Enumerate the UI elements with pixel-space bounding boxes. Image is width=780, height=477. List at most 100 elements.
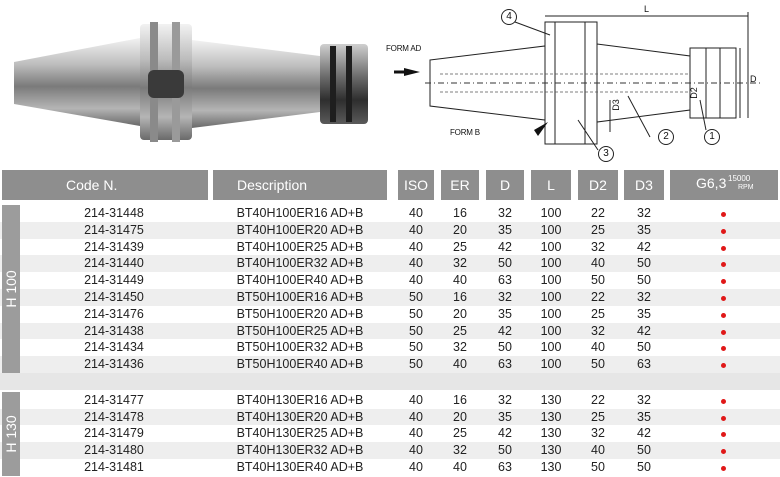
group-label-bar: H 100 bbox=[2, 205, 20, 373]
cell-er: 20 bbox=[453, 306, 467, 321]
cell-code: 214-31436 bbox=[84, 357, 144, 372]
cell-d3: 50 bbox=[637, 256, 651, 271]
dimension-l-label: L bbox=[644, 4, 650, 14]
cell-d: 42 bbox=[498, 323, 512, 338]
cell-code: 214-31439 bbox=[84, 239, 144, 254]
cell-desc: BT40H100ER40 AD+B bbox=[236, 273, 364, 288]
cell-iso: 40 bbox=[409, 392, 423, 407]
balance-marker-dot bbox=[721, 363, 726, 369]
cell-l: 130 bbox=[540, 426, 562, 441]
cell-er: 16 bbox=[453, 290, 467, 304]
cell-l: 130 bbox=[540, 443, 562, 458]
balance-marker-dot bbox=[721, 432, 726, 438]
header-balance: G6,3 15000 RPM bbox=[670, 170, 778, 200]
cell-code: 214-31475 bbox=[84, 222, 144, 237]
header-er: ER bbox=[441, 170, 479, 200]
cell-desc: BT50H100ER25 AD+B bbox=[236, 323, 364, 338]
cell-er: 40 bbox=[453, 273, 467, 288]
cell-l: 100 bbox=[540, 357, 562, 372]
cell-code: 214-31449 bbox=[84, 273, 144, 288]
cell-iso: 40 bbox=[409, 443, 423, 458]
cell-d: 35 bbox=[498, 222, 512, 237]
cell-d: 35 bbox=[498, 409, 512, 424]
dimension-d3-label: D3 bbox=[610, 99, 621, 111]
cell-desc: BT40H130ER40 AD+B bbox=[236, 460, 364, 474]
cell-d3: 50 bbox=[637, 443, 651, 458]
cell-code: 214-31448 bbox=[84, 206, 144, 220]
cell-desc: BT40H130ER32 AD+B bbox=[236, 443, 364, 458]
balance-marker-dot bbox=[721, 329, 726, 335]
cell-desc: BT40H130ER20 AD+B bbox=[236, 409, 364, 424]
header-d3: D3 bbox=[624, 170, 664, 200]
cell-desc: BT50H100ER16 AD+B bbox=[236, 290, 364, 304]
cell-d2: 40 bbox=[591, 340, 605, 355]
cell-iso: 40 bbox=[409, 206, 423, 220]
cell-l: 130 bbox=[540, 392, 562, 407]
cell-d2: 32 bbox=[591, 323, 605, 338]
cell-d2: 22 bbox=[591, 290, 605, 304]
cell-d: 42 bbox=[498, 426, 512, 441]
cell-d3: 42 bbox=[637, 323, 651, 338]
cell-d3: 50 bbox=[637, 273, 651, 288]
callout-3: 3 bbox=[598, 146, 614, 162]
header-code: Code N. bbox=[2, 170, 208, 200]
cell-er: 40 bbox=[453, 460, 467, 474]
cell-l: 100 bbox=[540, 206, 562, 220]
balance-marker-dot bbox=[721, 245, 726, 251]
cell-iso: 40 bbox=[409, 222, 423, 237]
cell-iso: 40 bbox=[409, 426, 423, 441]
cell-er: 25 bbox=[453, 323, 467, 338]
cell-l: 130 bbox=[540, 460, 562, 474]
cell-code: 214-31477 bbox=[84, 392, 144, 407]
cell-code: 214-31440 bbox=[84, 256, 144, 271]
cell-desc: BT40H130ER16 AD+B bbox=[236, 392, 364, 407]
cell-er: 16 bbox=[453, 206, 467, 220]
cell-code: 214-31480 bbox=[84, 443, 144, 458]
callout-1: 1 bbox=[704, 129, 720, 145]
cell-d: 42 bbox=[498, 239, 512, 254]
cell-l: 100 bbox=[540, 256, 562, 271]
cell-code: 214-31481 bbox=[84, 460, 144, 474]
cell-er: 16 bbox=[453, 392, 467, 407]
cell-desc: BT40H100ER25 AD+B bbox=[236, 239, 364, 254]
cell-l: 100 bbox=[540, 340, 562, 355]
cell-iso: 50 bbox=[409, 357, 423, 372]
cell-d2: 25 bbox=[591, 222, 605, 237]
cell-d2: 25 bbox=[591, 306, 605, 321]
cell-d2: 22 bbox=[591, 206, 605, 220]
cell-er: 32 bbox=[453, 256, 467, 271]
balance-marker-dot bbox=[721, 279, 726, 285]
cell-code: 214-31479 bbox=[84, 426, 144, 441]
cell-d3: 63 bbox=[637, 357, 651, 372]
balance-marker-dot bbox=[721, 449, 726, 455]
cell-l: 100 bbox=[540, 239, 562, 254]
balance-marker-dot bbox=[721, 398, 726, 404]
cell-iso: 40 bbox=[409, 273, 423, 288]
cell-iso: 50 bbox=[409, 340, 423, 355]
cell-d3: 50 bbox=[637, 340, 651, 355]
product-illustration: FORM AD FORM B L D D2 D3 1 2 3 4 bbox=[0, 0, 780, 168]
cell-d: 63 bbox=[498, 273, 512, 288]
cell-iso: 50 bbox=[409, 306, 423, 321]
header-d: D bbox=[486, 170, 524, 200]
cell-l: 100 bbox=[540, 290, 562, 304]
cell-desc: BT50H100ER32 AD+B bbox=[236, 340, 364, 355]
cell-er: 32 bbox=[453, 340, 467, 355]
cell-d2: 32 bbox=[591, 239, 605, 254]
tool-holder-photo bbox=[14, 12, 760, 151]
cell-d3: 35 bbox=[637, 306, 651, 321]
balance-marker-dot bbox=[721, 296, 726, 301]
cell-desc: BT40H130ER25 AD+B bbox=[236, 426, 364, 441]
cell-d2: 40 bbox=[591, 256, 605, 271]
cell-d: 35 bbox=[498, 306, 512, 321]
cell-desc: BT50H100ER40 AD+B bbox=[236, 357, 364, 372]
dimension-d2-label: D2 bbox=[688, 87, 699, 99]
cell-l: 130 bbox=[540, 409, 562, 424]
cell-iso: 40 bbox=[409, 460, 423, 474]
balance-marker-dot bbox=[721, 466, 726, 471]
